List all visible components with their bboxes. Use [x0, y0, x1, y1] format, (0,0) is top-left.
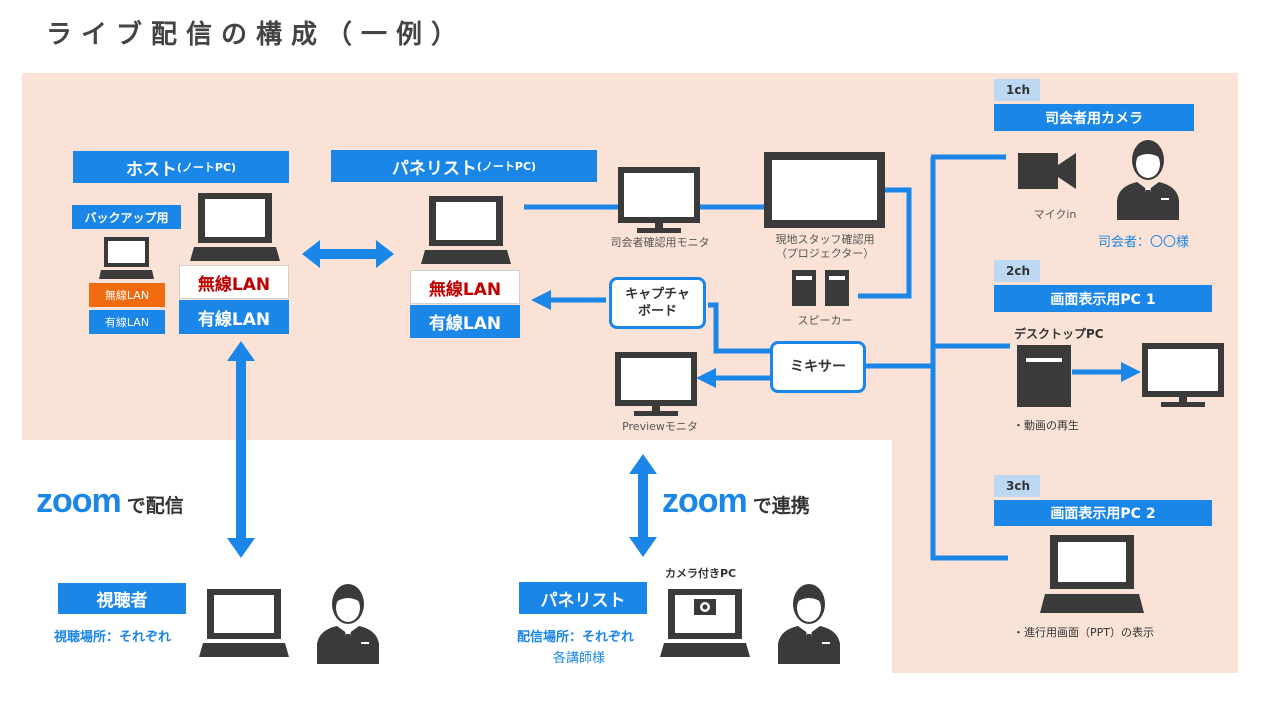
mixer-box: ミキサー: [770, 341, 866, 393]
display-monitor-icon: [1142, 343, 1224, 407]
zoom-logo-right: zoom: [662, 482, 748, 520]
emcee-name: 司会者：〇〇様: [1098, 235, 1190, 250]
backup-wired-lan: 有線LAN: [89, 310, 165, 334]
panelist-wired-lan: 有線LAN: [410, 305, 520, 338]
desktop-tower-icon: [1017, 345, 1071, 407]
ch2-tag: 2ch: [994, 260, 1040, 282]
backup-laptop-icon: [99, 237, 154, 279]
capture-board-box: キャプチャ ボード: [609, 277, 706, 329]
viewer-laptop-icon: [199, 589, 289, 657]
emcee-person-icon: [1117, 140, 1179, 220]
host-wireless-lan: 無線LAN: [179, 265, 289, 299]
ch3-laptop-icon: [1040, 535, 1144, 613]
zoom-link-label: zoom で連携: [662, 482, 810, 521]
backup-label: バックアップ用: [72, 205, 181, 229]
speaker-caption: スピーカー: [797, 314, 853, 327]
ch3-note: ・進行用画面（PPT）の表示: [1013, 626, 1154, 639]
page-title: ライブ配信の構成（一例）: [46, 20, 467, 50]
capture-board-line2: ボード: [637, 304, 677, 319]
capture-board-line1: キャプチャ: [625, 287, 690, 302]
ch1-title: 司会者用カメラ: [994, 104, 1194, 131]
desktop-pc-caption: デスクトップPC: [1014, 327, 1104, 341]
ch3-title: 画面表示用PC 2: [994, 500, 1212, 526]
viewer-label: 視聴者: [58, 583, 186, 614]
projector-screen-icon: [764, 152, 885, 228]
panelist-bottom-place: 配信場所：それぞれ: [517, 630, 635, 645]
staff-monitor-caption-2: （プロジェクター）: [775, 247, 875, 260]
host-wired-lan: 有線LAN: [179, 300, 289, 334]
backup-wireless-lan: 無線LAN: [89, 283, 165, 307]
panelist-top-label-sub: (ノートPC): [476, 160, 537, 173]
viewer-place: 視聴場所：それぞれ: [54, 630, 172, 645]
preview-monitor-icon: [615, 352, 697, 416]
ch2-title: 画面表示用PC 1: [994, 285, 1212, 312]
zoom-logo-left: zoom: [36, 482, 122, 520]
camera-pc-caption: カメラ付きPC: [665, 567, 737, 580]
video-camera-icon: [1018, 153, 1076, 189]
emcee-monitor-caption: 司会者確認用モニタ: [610, 236, 710, 249]
mic-in-caption: マイクin: [1033, 208, 1077, 221]
panelist-person-icon: [778, 584, 840, 664]
panelist-top-label: パネリスト(ノートPC): [331, 150, 597, 182]
panelist-top-label-text: パネリスト: [391, 158, 477, 179]
staff-monitor-caption-1: 現地スタッフ確認用: [775, 233, 875, 246]
panelist-laptop-icon: [421, 196, 511, 264]
host-label: ホスト(ノートPC): [73, 151, 289, 183]
emcee-monitor-icon: [618, 167, 700, 233]
ch3-tag: 3ch: [994, 475, 1040, 497]
preview-monitor-caption: Previewモニタ: [622, 420, 698, 433]
speaker-icon: [792, 270, 849, 306]
zoom-stream-label: zoom で配信: [36, 482, 184, 521]
panelist-bottom-who: 各講師様: [553, 651, 606, 666]
camera-laptop-icon: [660, 589, 750, 657]
panelist-wireless-lan: 無線LAN: [410, 270, 520, 304]
host-laptop-icon: [190, 193, 280, 261]
viewer-person-icon: [317, 584, 379, 664]
host-label-sub: (ノートPC): [176, 161, 237, 174]
panelist-bottom-label: パネリスト: [519, 582, 647, 614]
zoom-link-text: で連携: [752, 495, 810, 517]
host-label-text: ホスト: [125, 159, 177, 180]
ch1-tag: 1ch: [994, 79, 1040, 101]
ch2-note: ・動画の再生: [1013, 419, 1079, 432]
zoom-stream-text: で配信: [126, 495, 184, 517]
